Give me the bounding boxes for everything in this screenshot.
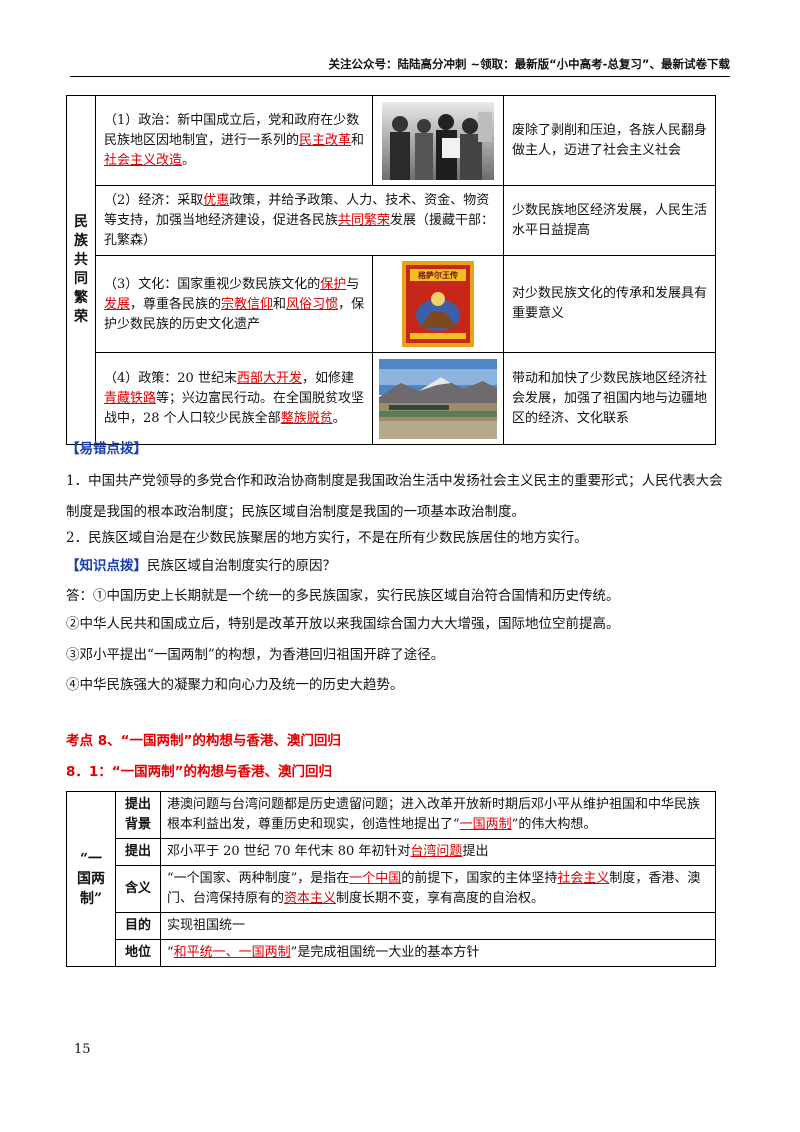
knowledge-answer-3: ③邓小平提出“一国两制”的构想，为香港回归祖国开辟了途径。 xyxy=(66,647,445,663)
label-meaning: 含义 xyxy=(115,865,161,913)
proposed-content: 邓小平于 20 世纪 70 年代末 80 年初针对台湾问题提出 xyxy=(160,838,716,866)
tips-point-1: 1．中国共产党领导的多党合作和政治协商制度是我国政治生活中发扬社会主义民主的重要… xyxy=(66,473,723,520)
section-subheading: 8．1：“一国两制”的构想与香港、澳门回归 xyxy=(66,764,333,780)
knowledge-answer-2: ②中华人民共和国成立后，特别是改革开放以来我国综合国力大大增强，国际地位空前提高… xyxy=(66,616,620,632)
row-header: 民族共同繁荣 xyxy=(66,95,96,445)
culture-cell: （3）文化：国家重视少数民族文化的保护与发展，尊重各民族的宗教信仰和风俗习惯，保… xyxy=(95,255,373,353)
tips-title: 【易错点拨】 xyxy=(66,441,147,457)
link-capitalism: 资本主义 xyxy=(284,891,337,906)
link-taiwan-issue: 台湾问题 xyxy=(410,844,463,859)
page-header: 关注公众号：陆陆高分冲刺 ~领取：最新版“小中高考-总复习”、最新试卷下载 xyxy=(328,57,730,71)
book-cover-image: 格萨尔王传 xyxy=(402,261,474,347)
ethnic-prosperity-table: 民族共同繁荣 （1）政治：新中国成立后，党和政府在少数民族地区因地制宜，进行一系… xyxy=(66,95,716,445)
purpose-content: 实现祖国统一 xyxy=(160,912,716,940)
knowledge-title: 【知识点拨】 xyxy=(66,558,147,574)
railway-photo xyxy=(379,358,497,439)
page-number: 15 xyxy=(74,1042,91,1057)
link-customs: 风俗习惯 xyxy=(286,296,339,312)
link-democratic-reform: 民主改革 xyxy=(299,133,352,148)
culture-result: 对少数民族文化的传承和发展具有重要意义 xyxy=(503,255,716,353)
link-one-country-two-systems: 一国两制 xyxy=(459,817,512,832)
people-photo xyxy=(382,101,494,180)
policy-image-cell xyxy=(372,352,504,445)
label-status: 地位 xyxy=(115,939,161,967)
table2-main-header: “一国两制” xyxy=(66,791,116,967)
background-content: 港澳问题与台湾问题都是历史遗留问题；进入改革开放新时期后邓小平从维护祖国和中华民… xyxy=(160,791,716,839)
politics-result: 废除了剥削和压迫，各族人民翻身做主人，迈进了社会主义社会 xyxy=(503,95,716,186)
book-title: 格萨尔王传 xyxy=(418,270,458,280)
economy-result: 少数民族地区经济发展，人民生活水平日益提高 xyxy=(503,185,716,256)
link-peaceful-reunification: 和平统一、一国两制 xyxy=(173,945,291,960)
link-socialism: 社会主义 xyxy=(557,871,610,886)
meaning-content: “一个国家、两种制度”，是指在一个中国的前提下，国家的主体坚持社会主义制度，香港… xyxy=(160,865,716,913)
status-content: “和平统一、一国两制”是完成祖国统一大业的基本方针 xyxy=(160,939,716,967)
one-country-two-systems-table: “一国两制” 提出背景 港澳问题与台湾问题都是历史遗留问题；进入改革开放新时期后… xyxy=(66,791,716,967)
link-one-china: 一个中国 xyxy=(349,871,402,886)
politics-image-cell xyxy=(372,95,504,186)
label-purpose: 目的 xyxy=(115,912,161,940)
tips-point-2: 2．民族区域自治是在少数民族聚居的地方实行，不是在所有少数民族居住的地方实行。 xyxy=(66,530,588,546)
link-western-development: 西部大开发 xyxy=(236,371,302,386)
link-poverty-relief: 整族脱贫 xyxy=(280,411,333,426)
culture-image-cell: 格萨尔王传 xyxy=(372,255,504,353)
link-qinghai-tibet-railway: 青藏铁路 xyxy=(104,391,157,406)
link-development: 发展 xyxy=(104,296,131,312)
link-preferential: 优惠 xyxy=(203,193,230,208)
label-background: 提出背景 xyxy=(115,791,161,839)
economy-cell: （2）经济：采取优惠政策，并给予政策、人力、技术、资金、物资等支持，加强当地经济… xyxy=(95,185,504,256)
link-protection: 保护 xyxy=(320,276,347,292)
policy-result: 带动和加快了少数民族地区经济社会发展，加强了祖国内地与边疆地区的经济、文化联系 xyxy=(503,352,716,445)
knowledge-answer-4: ④中华民族强大的凝聚力和向心力及统一的历史大趋势。 xyxy=(66,677,404,693)
politics-cell: （1）政治：新中国成立后，党和政府在少数民族地区因地制宜，进行一系列的民主改革和… xyxy=(95,95,373,186)
header-divider xyxy=(70,76,730,77)
link-common-prosperity: 共同繁荣 xyxy=(338,213,391,228)
link-religion: 宗教信仰 xyxy=(221,296,274,312)
knowledge-question: 【知识点拨】民族区域自治制度实行的原因？ xyxy=(66,558,336,574)
knowledge-answer-1: 答：①中国历史上长期就是一个统一的多民族国家，实行民族区域自治符合国情和历史传统… xyxy=(66,588,620,604)
link-socialist-transformation: 社会主义改造 xyxy=(104,153,183,168)
policy-cell: （4）政策：20 世纪末西部大开发，如修建青藏铁路等；兴边富民行动。在全国脱贫攻… xyxy=(95,352,373,445)
section-heading: 考点 8、“一国两制”的构想与香港、澳门回归 xyxy=(66,733,341,749)
label-proposed: 提出 xyxy=(115,838,161,866)
